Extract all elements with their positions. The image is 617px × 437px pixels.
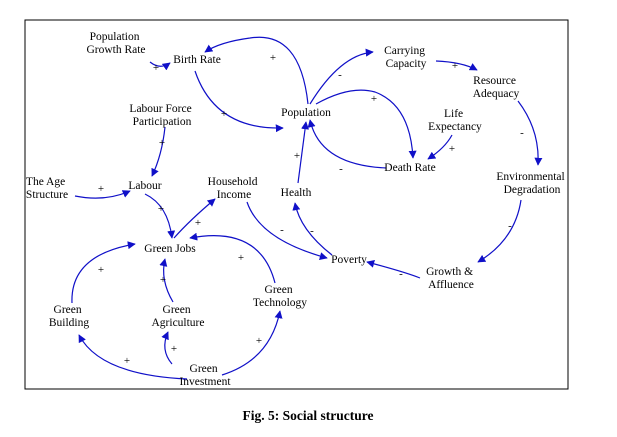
node-death-rate: Death Rate bbox=[384, 162, 435, 174]
link-polarities: + + + - + - - - - + + - + + + + + - + + + + + + bbox=[98, 52, 524, 367]
link-household-income-to-poverty bbox=[246, 201, 328, 260]
link-labour-force-participation-to-labour bbox=[151, 126, 166, 177]
node-growth-affluence: Growth & Affluence bbox=[426, 266, 476, 291]
node-environmental-degradation: Environmental Degradation bbox=[496, 171, 567, 196]
link-birth-rate-to-population bbox=[194, 70, 284, 133]
causal-links bbox=[71, 36, 543, 380]
node-age-structure: The Age Structure bbox=[26, 176, 68, 201]
node-resource-adequacy: Resource Adequacy bbox=[473, 75, 520, 100]
polarity-green-agriculture-to-green-jobs: + bbox=[160, 274, 166, 286]
node-life-expectancy: Life Expectancy bbox=[428, 108, 482, 133]
link-green-investment-to-green-agriculture bbox=[161, 331, 173, 365]
polarity-population-to-death-rate: + bbox=[371, 93, 377, 105]
polarity-labour-force-participation-to-labour: + bbox=[159, 137, 165, 149]
node-green-building: Green Building bbox=[49, 304, 90, 329]
link-resource-adequacy-to-environmental-degradation bbox=[517, 100, 543, 166]
polarity-life-expectancy-to-death-rate: + bbox=[449, 143, 455, 155]
node-birth-rate: Birth Rate bbox=[173, 54, 221, 66]
node-labour: Labour bbox=[128, 180, 161, 192]
polarity-labour-to-green-jobs: + bbox=[158, 203, 164, 215]
node-green-jobs: Green Jobs bbox=[144, 243, 196, 255]
node-household-income: Household Income bbox=[208, 176, 261, 201]
figure-caption: Fig. 5: Social structure bbox=[243, 408, 374, 423]
link-green-technology-to-green-jobs bbox=[189, 232, 276, 284]
link-green-investment-to-green-building bbox=[78, 334, 188, 380]
variables: Population Growth Rate Birth Rate Carryi… bbox=[26, 31, 567, 388]
link-green-building-to-green-jobs bbox=[71, 241, 136, 304]
link-death-rate-to-population bbox=[307, 119, 387, 169]
link-population-growth-rate-to-birth-rate bbox=[149, 61, 171, 71]
link-carrying-capacity-to-resource-adequacy bbox=[435, 60, 478, 71]
link-green-investment-to-green-technology bbox=[221, 310, 283, 376]
link-poverty-to-health bbox=[292, 202, 333, 256]
node-population: Population bbox=[281, 107, 331, 119]
link-labour-to-green-jobs bbox=[144, 193, 176, 239]
diagram-frame bbox=[24, 19, 569, 390]
polarity-green-investment-to-green-building: + bbox=[124, 355, 130, 367]
node-green-investment: Green Investment bbox=[179, 363, 231, 388]
node-green-technology: Green Technology bbox=[253, 284, 307, 309]
node-green-agriculture: Green Agriculture bbox=[151, 304, 204, 329]
polarity-poverty-to-health: - bbox=[310, 225, 314, 237]
polarity-birth-rate-to-population: + bbox=[221, 108, 227, 120]
polarity-age-structure-to-labour: + bbox=[98, 183, 104, 195]
polarity-health-to-population: + bbox=[294, 150, 300, 162]
polarity-green-technology-to-green-jobs: + bbox=[238, 252, 244, 264]
link-green-jobs-to-household-income bbox=[173, 198, 216, 239]
polarity-population-growth-rate-to-birth-rate: + bbox=[153, 62, 159, 74]
polarity-green-jobs-to-household-income: + bbox=[195, 217, 201, 229]
link-population-to-birth-rate bbox=[204, 36, 309, 105]
polarity-household-income-to-poverty: - bbox=[280, 224, 284, 236]
link-health-to-population bbox=[297, 121, 310, 184]
node-population-growth-rate: Population Growth Rate bbox=[86, 31, 145, 56]
polarity-carrying-capacity-to-resource-adequacy: + bbox=[452, 60, 458, 72]
polarity-population-to-birth-rate: + bbox=[270, 52, 276, 64]
polarity-environmental-degradation-to-growth-affluence: - bbox=[508, 220, 512, 232]
link-population-to-death-rate bbox=[315, 89, 417, 159]
polarity-green-building-to-green-jobs: + bbox=[98, 264, 104, 276]
link-life-expectancy-to-death-rate bbox=[427, 134, 453, 160]
link-population-to-carrying-capacity bbox=[309, 48, 374, 105]
link-green-agriculture-to-green-jobs bbox=[159, 258, 174, 303]
polarity-resource-adequacy-to-environmental-degradation: - bbox=[520, 127, 524, 139]
link-growth-affluence-to-poverty bbox=[366, 259, 421, 279]
link-age-structure-to-labour bbox=[74, 190, 131, 199]
node-health: Health bbox=[281, 187, 312, 199]
node-carrying-capacity: Carrying Capacity bbox=[384, 45, 428, 70]
node-labour-force-participation: Labour Force Participation bbox=[129, 103, 194, 128]
polarity-population-to-carrying-capacity: - bbox=[338, 69, 342, 81]
polarity-green-investment-to-green-technology: + bbox=[256, 335, 262, 347]
polarity-growth-affluence-to-poverty: - bbox=[399, 268, 403, 280]
polarity-death-rate-to-population: - bbox=[339, 163, 343, 175]
polarity-green-investment-to-green-agriculture: + bbox=[171, 343, 177, 355]
node-poverty: Poverty bbox=[331, 254, 367, 266]
link-environmental-degradation-to-growth-affluence bbox=[477, 199, 522, 263]
